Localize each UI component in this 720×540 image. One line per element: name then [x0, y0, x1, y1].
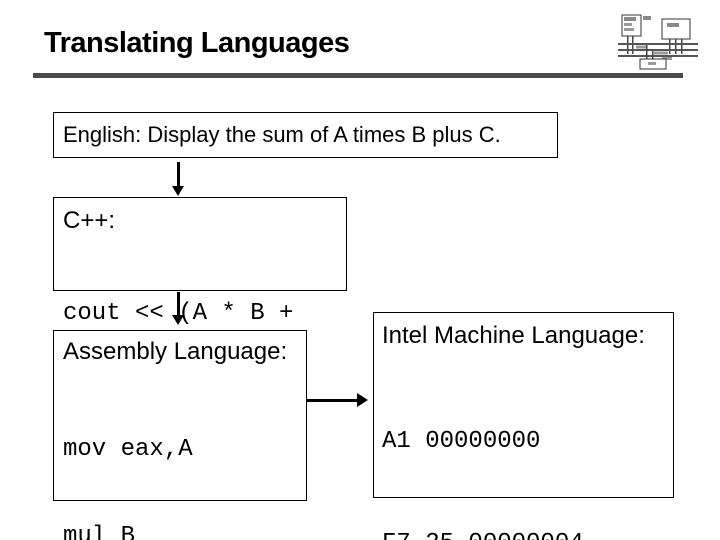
cpp-heading: C++:	[63, 207, 116, 234]
arrow-shaft	[177, 292, 180, 316]
machine-heading: Intel Machine Language:	[382, 322, 645, 349]
machine-language-box: Intel Machine Language: A1 00000000 F7 2…	[373, 312, 674, 540]
computer-architecture-logo-icon	[618, 14, 698, 70]
arrow-english-to-cpp-icon	[171, 162, 187, 197]
assembly-code-block: mov eax,A mul B add eax,C call WriteInt	[63, 377, 250, 540]
english-box: English: Display the sum of A times B pl…	[53, 112, 558, 158]
assembly-heading: Assembly Language:	[63, 338, 288, 365]
machine-code-block: A1 00000000 F7 25 00000004 03 05 0000000…	[382, 357, 584, 540]
code-line: F7 25 00000004	[382, 527, 584, 540]
assembly-box: Assembly Language: mov eax,A mul B add e…	[53, 330, 307, 540]
arrow-cpp-to-assembly-icon	[171, 292, 187, 327]
slide-title: Translating Languages	[44, 27, 350, 59]
arrow-head-right-icon	[357, 393, 368, 407]
arrow-shaft	[307, 399, 358, 402]
arrow-shaft	[177, 162, 180, 187]
title-divider	[33, 73, 683, 78]
code-line: A1 00000000	[382, 428, 541, 455]
arrow-head-down-icon	[172, 186, 184, 196]
code-line: mov eax,A	[63, 436, 193, 463]
arrow-head-down-icon	[172, 315, 184, 325]
english-text: English: Display the sum of A times B pl…	[63, 122, 501, 147]
code-line: mul B	[63, 523, 136, 540]
cpp-box: C++: cout << (A * B + C);	[53, 197, 347, 411]
arrow-assembly-to-machine-icon	[307, 392, 369, 408]
